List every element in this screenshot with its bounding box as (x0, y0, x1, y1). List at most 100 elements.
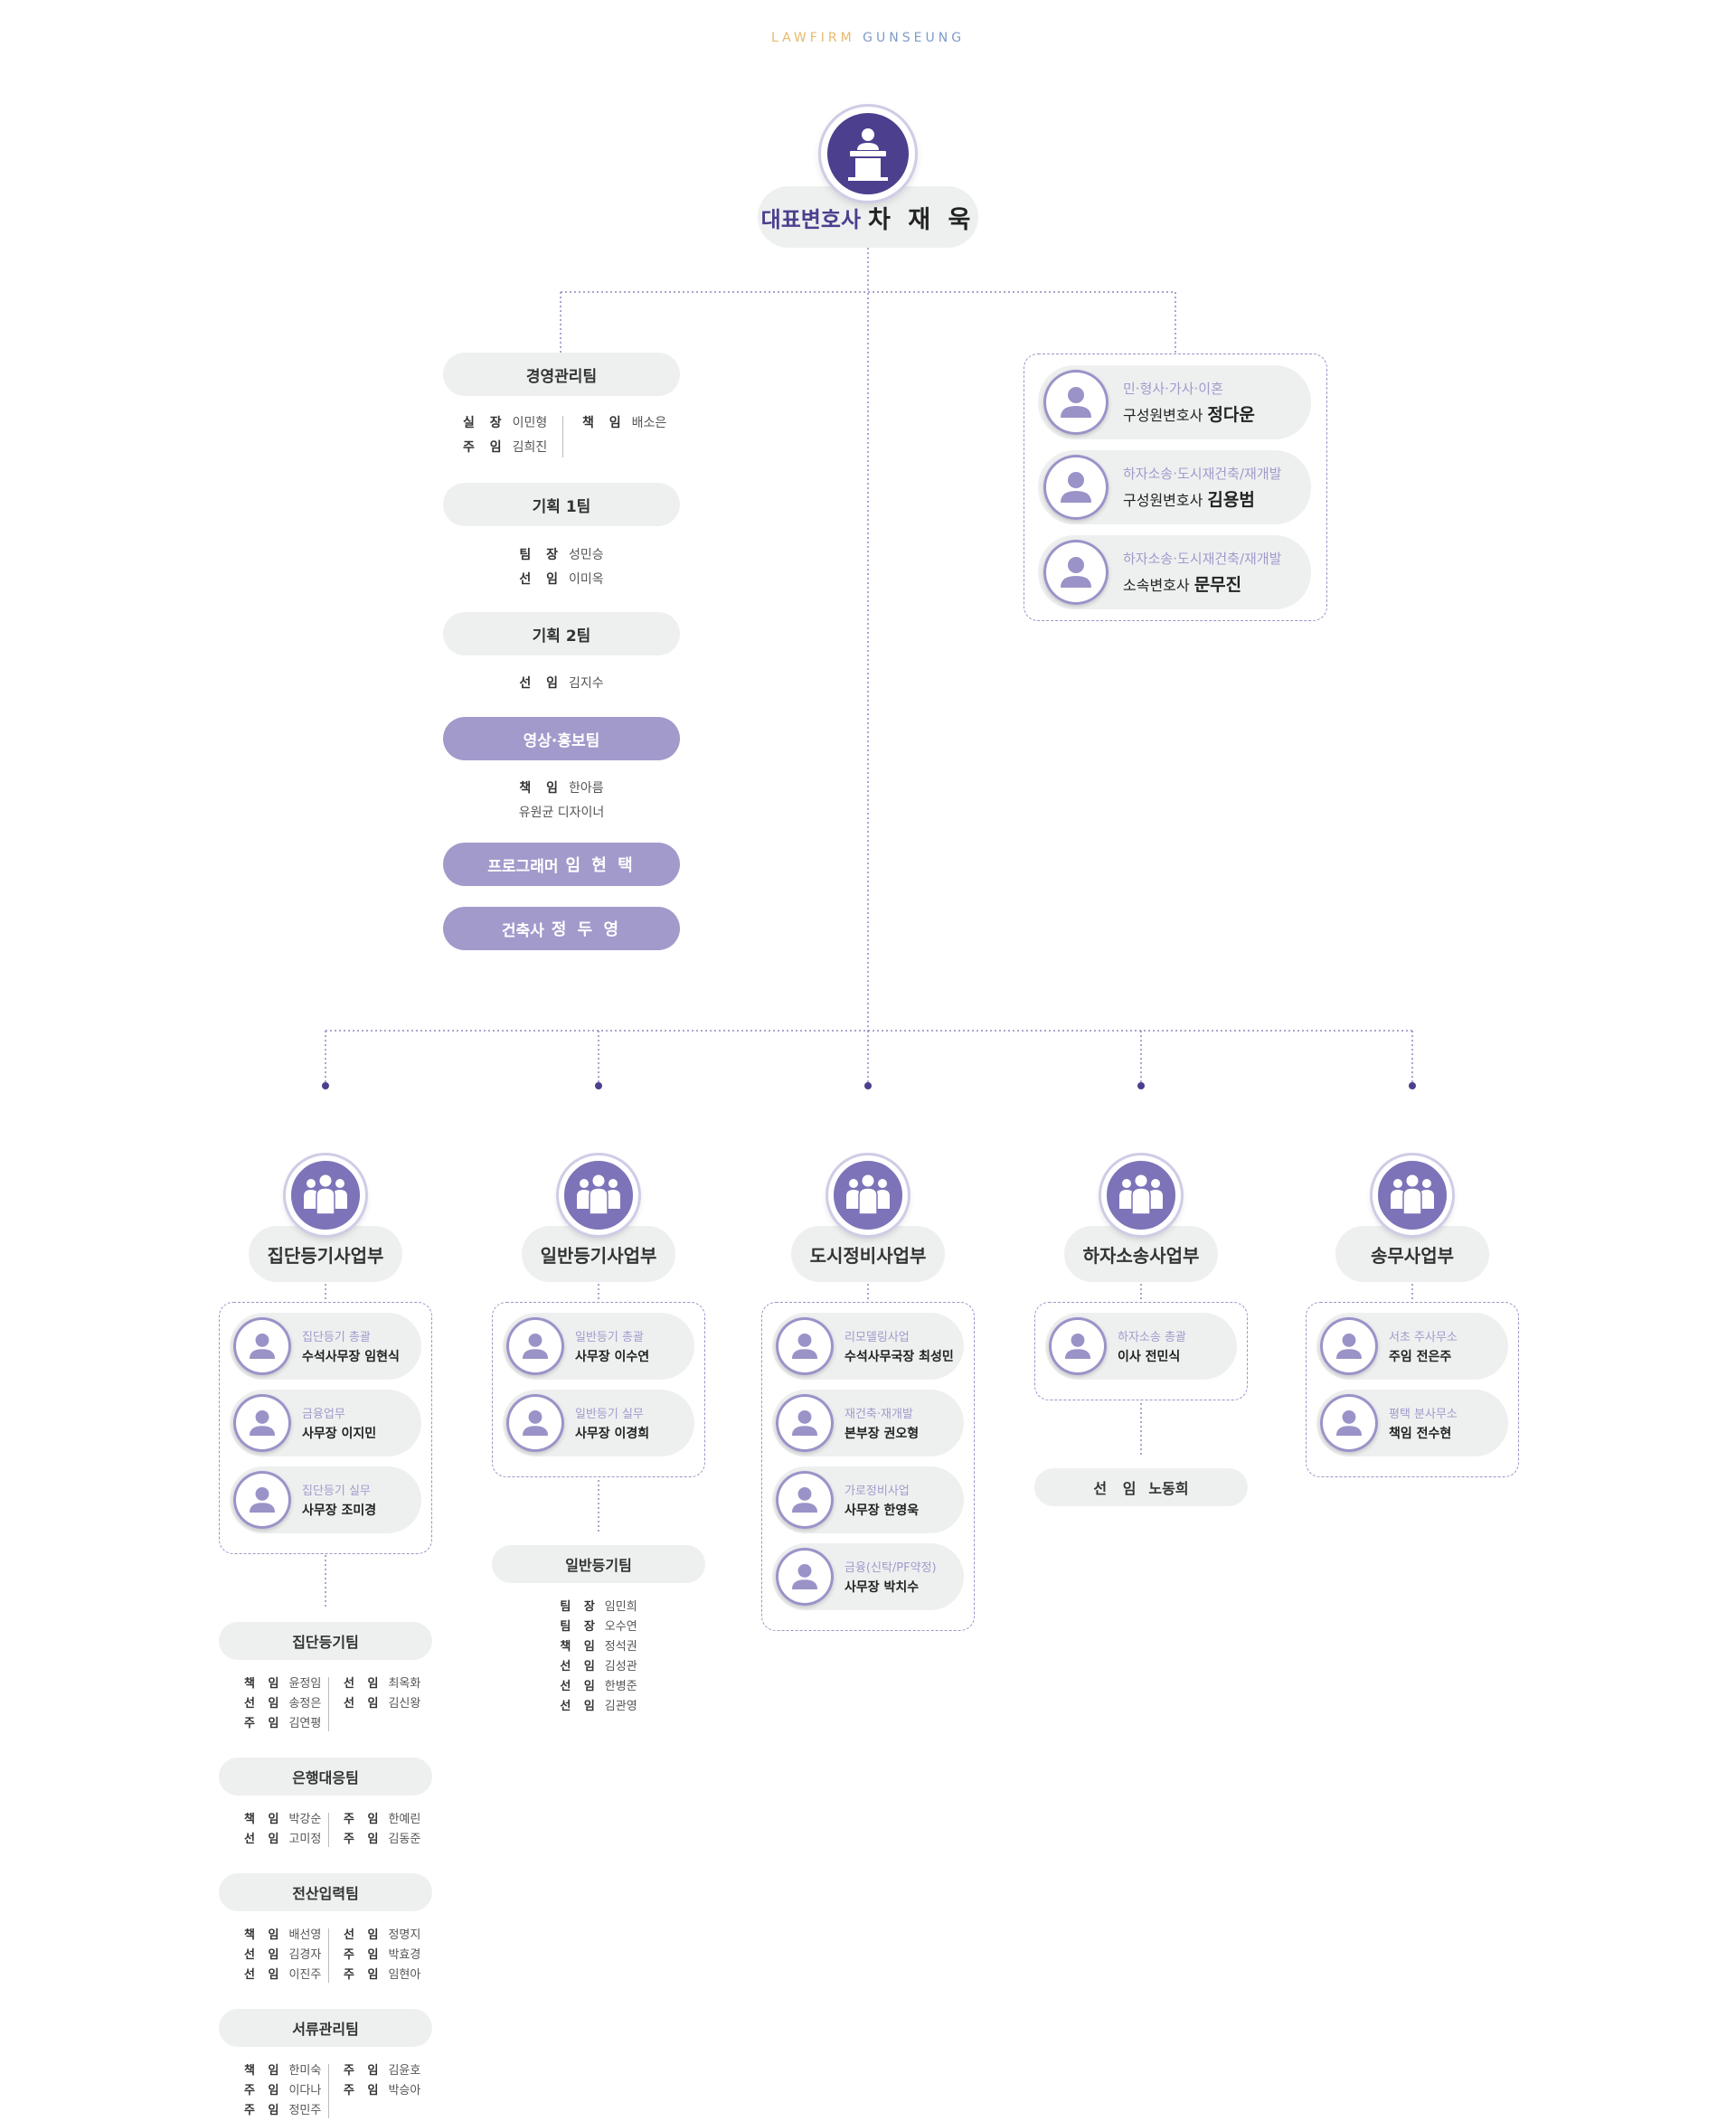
lawyer-name: 정다운 (1207, 405, 1255, 425)
sub-team-pill: 일반등기팀 (492, 1545, 705, 1583)
dept-connector-dot (595, 1082, 602, 1089)
person-avatar-icon (506, 1317, 564, 1375)
dept-title-pill: 일반등기사업부 (522, 1226, 675, 1282)
lawyer-card: 하자소송·도시재건축/재개발 소속변호사 문무진 (1038, 535, 1311, 609)
staff-name: 사무장 한영욱 (844, 1504, 920, 1518)
member-role: 책 임 (244, 1813, 284, 1826)
staff-name: 사무장 이경희 (575, 1427, 650, 1441)
member-name: 정석권 (604, 1640, 637, 1654)
sub-team-member-row: 선 임 김관영 (492, 1697, 705, 1717)
member-name: 김신왕 (388, 1697, 421, 1711)
person-avatar-icon (233, 1471, 291, 1529)
member-name: 김성관 (604, 1660, 637, 1673)
person-avatar-icon (776, 1548, 834, 1606)
dept-connector-dot (864, 1082, 872, 1089)
member-name: 김동준 (388, 1833, 421, 1846)
member-role: 선 임 (519, 676, 563, 691)
member-name: 한예린 (388, 1813, 421, 1826)
staff-role: 금융(신탁/PF약정) (844, 1561, 937, 1575)
person-avatar-icon (1043, 540, 1109, 605)
ceo-name: 차 재 욱 (868, 205, 976, 234)
lawyer-area: 하자소송·도시재건축/재개발 (1123, 466, 1282, 482)
staff-name: 사무장 박치수 (844, 1580, 920, 1595)
member-role: 실 장 (463, 416, 507, 430)
member-role: 책 임 (244, 1677, 284, 1691)
member-name: 박강순 (288, 1813, 322, 1826)
member-role: 선 임 (1093, 1480, 1142, 1497)
dept-title-pill: 도시정비사업부 (791, 1226, 945, 1282)
lawyer-card: 민·형사·가사·이혼 구성원변호사 정다운 (1038, 365, 1311, 439)
member-role: 선 임 (560, 1680, 599, 1693)
member-name: 김희진 (512, 440, 548, 455)
column-separator (328, 1677, 329, 1731)
dept-title-pill: 하자소송사업부 (1064, 1226, 1218, 1282)
person-avatar-icon (1320, 1394, 1378, 1452)
dept-connector-dot (322, 1082, 329, 1089)
staff-name: 책임 전수현 (1389, 1427, 1452, 1441)
member-role: 선 임 (560, 1700, 599, 1713)
member-name: 박승아 (388, 2084, 421, 2097)
member-name: 정민주 (288, 2104, 322, 2117)
staff-role: 재건축·재개발 (844, 1408, 913, 1421)
member-role: 책 임 (560, 1640, 599, 1654)
column-separator (562, 416, 563, 457)
member-name: 한아름 (569, 781, 604, 796)
person-avatar-icon (1043, 370, 1109, 435)
dept-connector-dot (1137, 1082, 1145, 1089)
member-name: 김연평 (288, 1717, 322, 1730)
member-name: 송정은 (288, 1697, 322, 1711)
member-role: 팀 장 (560, 1620, 599, 1634)
column-separator (328, 2064, 329, 2118)
dept-title-pill: 송무사업부 (1335, 1226, 1489, 1282)
media-member-row: 책 임 한아름 (443, 777, 680, 801)
staff-role: 집단등기 총괄 (302, 1331, 371, 1344)
member-role: 주 임 (344, 2064, 383, 2078)
group-icon (559, 1155, 638, 1235)
person-avatar-icon (1043, 455, 1109, 520)
column-separator (328, 1813, 329, 1847)
staff-card-text: 금융(신탁/PF약정) 사무장 박치수 (844, 1558, 937, 1596)
staff-name: 사무장 이수연 (575, 1350, 650, 1364)
staff-role: 금융업무 (302, 1408, 345, 1421)
member-name: 고미정 (288, 1833, 322, 1846)
programmer-name: 임 현 택 (565, 856, 636, 875)
staff-role: 리모델링사업 (844, 1331, 910, 1344)
member-role: 책 임 (519, 781, 563, 796)
group-icon (1101, 1155, 1181, 1235)
connector-lines (322, 248, 1416, 1609)
planning2-team-pill: 기획 2팀 (443, 612, 680, 655)
member-name: 김관영 (604, 1700, 637, 1713)
member-role: 선 임 (519, 572, 563, 587)
member-role: 주 임 (344, 1813, 383, 1826)
member-name: 정명지 (388, 1928, 421, 1942)
staff-role: 서초 주사무소 (1389, 1331, 1458, 1344)
member-role: 주 임 (463, 440, 507, 455)
